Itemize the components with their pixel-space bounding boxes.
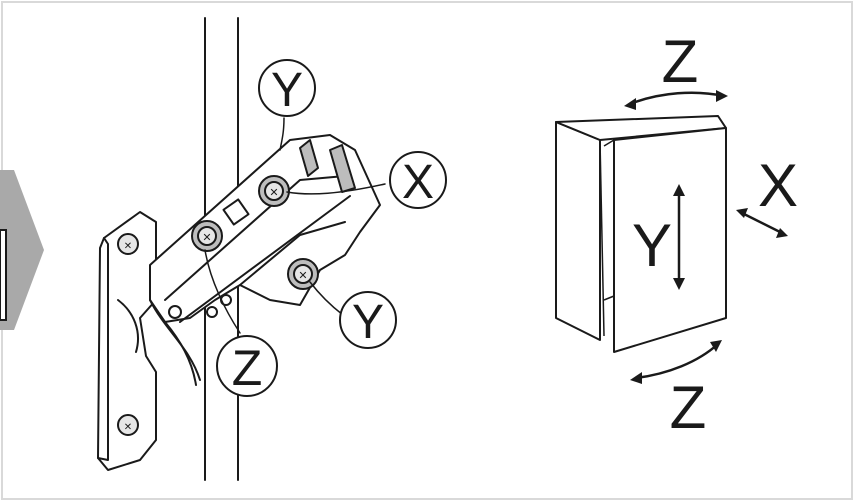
double-arrow-icon bbox=[624, 90, 788, 384]
cabinet-label-bottom-z: Z bbox=[670, 374, 707, 441]
cabinet-label-front-y: Y bbox=[632, 212, 672, 279]
svg-text:Y: Y bbox=[352, 296, 384, 349]
screw-icon: ✕ bbox=[258, 175, 290, 207]
leader-line bbox=[286, 183, 386, 195]
callout-bottom-y: Y bbox=[339, 291, 397, 349]
pointer-arrow-icon bbox=[0, 170, 44, 330]
leader-line bbox=[204, 249, 241, 334]
svg-text:✕: ✕ bbox=[124, 422, 132, 433]
cabinet-side bbox=[555, 121, 601, 341]
svg-text:X: X bbox=[402, 156, 434, 209]
cabinet-door bbox=[613, 127, 727, 353]
arm-window bbox=[222, 198, 250, 226]
svg-text:Z: Z bbox=[232, 340, 263, 396]
screw-icon: ✕ bbox=[117, 414, 139, 436]
cabinet-illustration bbox=[555, 115, 727, 353]
svg-text:✕: ✕ bbox=[124, 241, 132, 252]
svg-text:✕: ✕ bbox=[298, 270, 307, 282]
hinge-illustration: ✕ ✕ ✕ ✕ bbox=[97, 17, 386, 481]
cabinet-label-top-z: Z bbox=[662, 28, 699, 95]
callout-screw-x: X bbox=[389, 151, 447, 209]
leader-line bbox=[279, 117, 285, 151]
screw-icon: ✕ bbox=[117, 233, 139, 255]
callout-top-y: Y bbox=[258, 59, 316, 117]
callout-cam-z: Z bbox=[216, 335, 278, 397]
screw-icon: ✕ bbox=[287, 258, 319, 290]
leader-line bbox=[309, 281, 344, 316]
svg-text:Y: Y bbox=[271, 64, 303, 117]
screw-icon: ✕ bbox=[191, 220, 223, 252]
svg-text:✕: ✕ bbox=[202, 232, 211, 244]
svg-text:✕: ✕ bbox=[269, 187, 278, 199]
cabinet-label-side-x: X bbox=[758, 152, 798, 219]
